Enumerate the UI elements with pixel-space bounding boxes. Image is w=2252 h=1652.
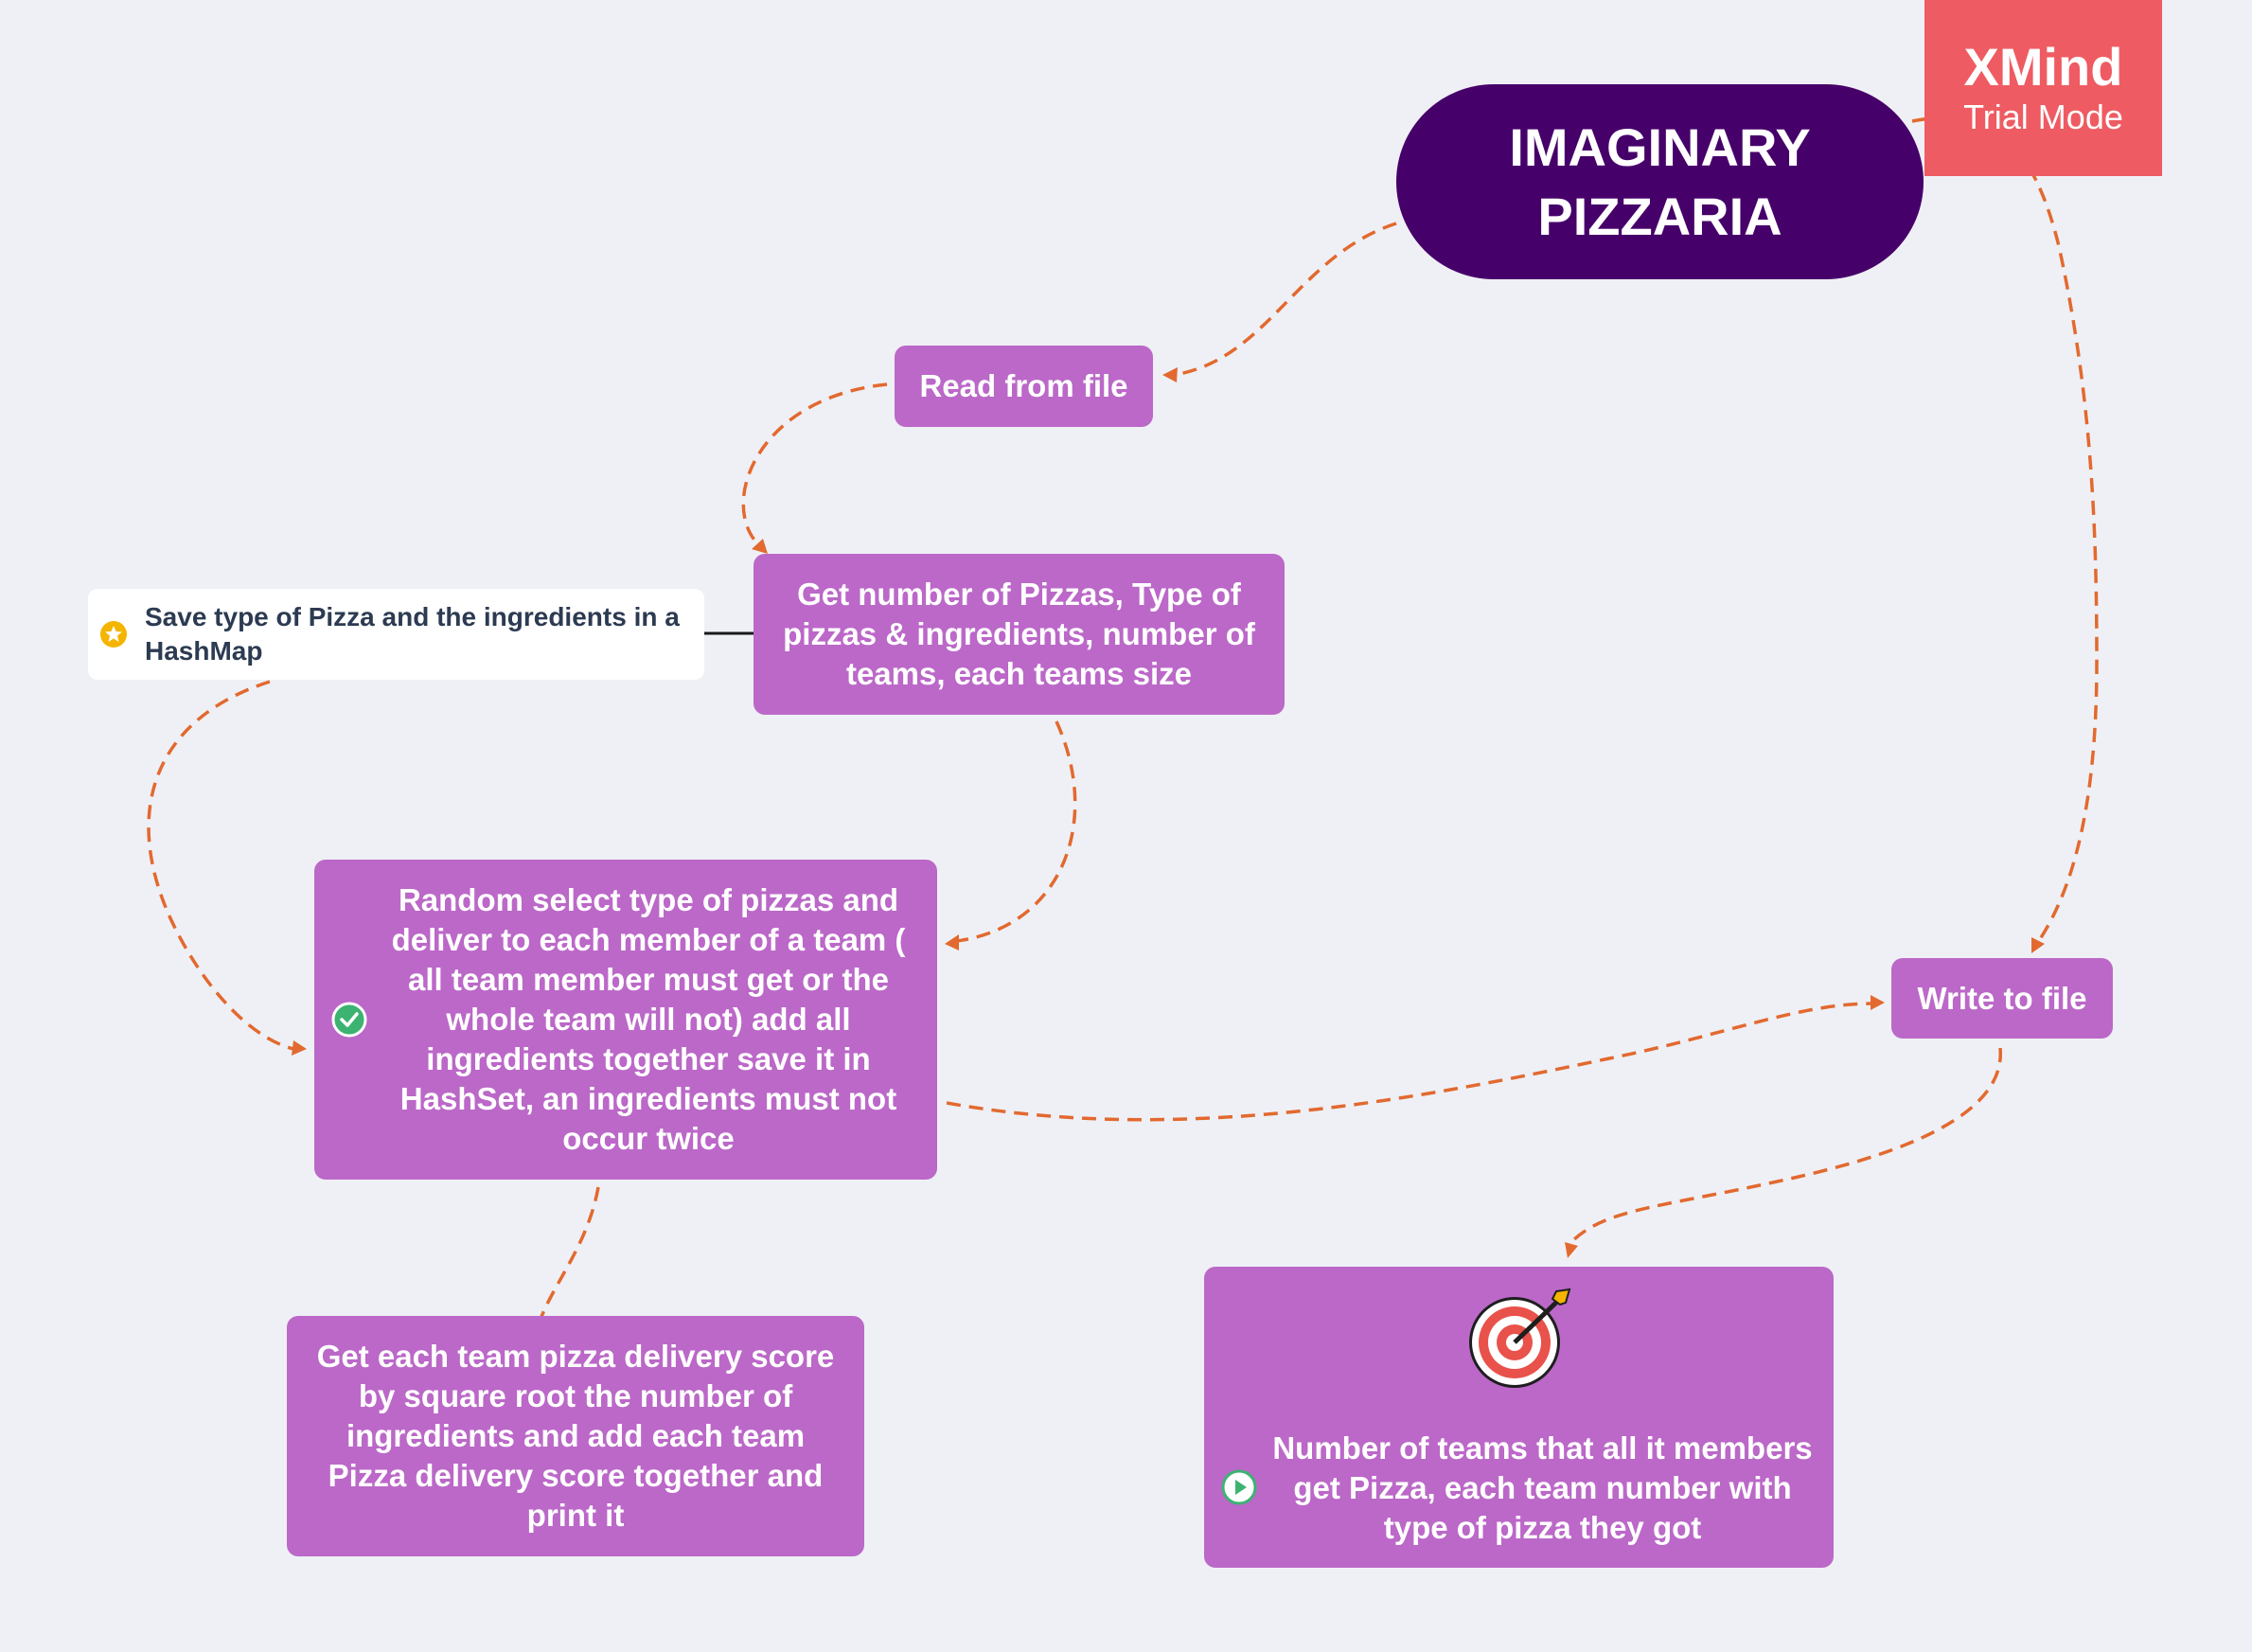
topic-label: Random select type of pizzas and deliver… [391, 882, 906, 1156]
topic-get-input[interactable]: Get number of Pizzas, Type of pizzas & i… [754, 554, 1285, 715]
topic-label: Get number of Pizzas, Type of pizzas & i… [783, 577, 1255, 691]
arrowhead-write-left [1871, 995, 1885, 1010]
arrowhead-result [1565, 1242, 1578, 1258]
connector-random-to-score [535, 1186, 600, 1331]
star-icon [100, 621, 127, 648]
topic-save-hashmap[interactable]: Save type of Pizza and the ingredients i… [88, 589, 704, 680]
connector-get-to-random [955, 720, 1077, 943]
play-circle-icon [1221, 1469, 1257, 1505]
topic-label: Write to file [1917, 980, 2087, 1016]
target-icon [1469, 1288, 1571, 1388]
connector-write-to-result [1571, 1047, 2002, 1242]
arrowhead-random-right [945, 934, 959, 950]
arrowhead-get [752, 539, 768, 554]
watermark-mode: Trial Mode [1963, 98, 2123, 136]
watermark-brand: XMind [1963, 37, 2123, 97]
root-topic[interactable]: IMAGINARY PIZZARIA [1396, 84, 1924, 279]
topic-write-to-file[interactable]: Write to file [1891, 958, 2113, 1039]
arrowhead-random-left [292, 1040, 307, 1056]
topic-read-from-file[interactable]: Read from file [895, 346, 1153, 427]
topic-label: Save type of Pizza and the ingredients i… [145, 602, 680, 666]
topic-result[interactable]: Number of teams that all it members get … [1204, 1267, 1834, 1568]
topic-label: Number of teams that all it members get … [1272, 1430, 1813, 1545]
trial-watermark[interactable]: XMind Trial Mode [1924, 0, 2162, 176]
check-circle-icon [331, 1002, 367, 1038]
topic-random-select[interactable]: Random select type of pizzas and deliver… [314, 860, 937, 1180]
connector-root-to-read [1173, 222, 1397, 377]
topic-score[interactable]: Get each team pizza delivery score by sq… [287, 1316, 864, 1556]
root-label: IMAGINARY PIZZARIA [1509, 117, 1811, 246]
connector-read-to-get [741, 382, 888, 545]
topic-label: Read from file [919, 368, 1128, 403]
topic-label: Get each team pizza delivery score by sq… [316, 1339, 835, 1533]
arrowhead-write-top [2031, 937, 2045, 953]
connector-root-to-write [1911, 115, 2099, 943]
connector-random-to-write [946, 1002, 1873, 1122]
arrowhead-read [1162, 367, 1178, 382]
connector-hashmap-to-random [147, 680, 294, 1051]
